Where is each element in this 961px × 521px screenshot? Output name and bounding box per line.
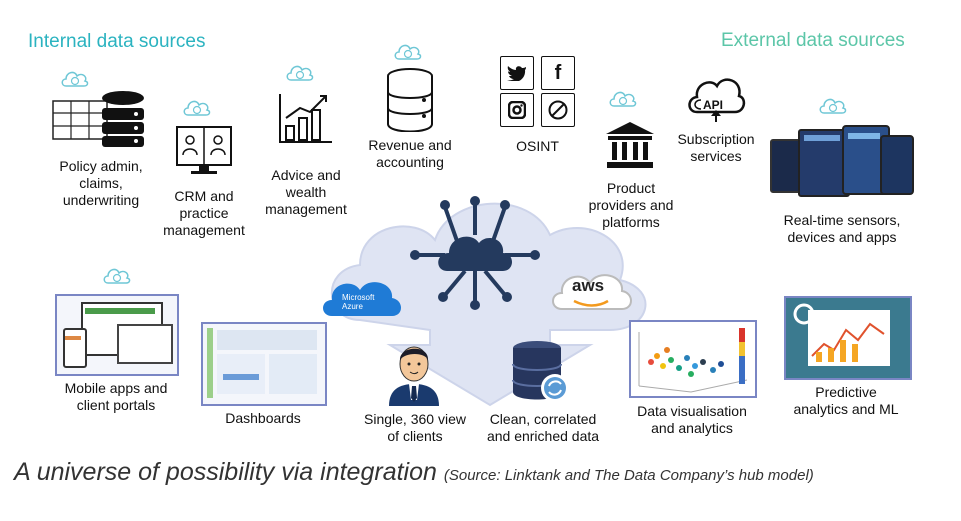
azure-logo-text: Microsoft Azure	[342, 293, 375, 311]
figure-caption: A universe of possibility via integratio…	[14, 458, 814, 487]
api-logo-text: API	[703, 98, 724, 112]
data-cylinder-icon	[512, 341, 569, 402]
shazam-icon	[541, 93, 575, 127]
clean-data-label: Clean, correlated and enriched data	[486, 411, 600, 444]
facebook-icon: f	[541, 56, 575, 90]
instagram-icon	[500, 93, 534, 127]
sync-cloud-icon	[286, 65, 314, 81]
realtime-label: Real-time sensors, devices and apps	[783, 212, 901, 245]
data-visualisation-label: Data visualisation and analytics	[637, 403, 747, 436]
sync-cloud-icon	[61, 71, 89, 87]
advice-label: Advice and wealth management	[265, 167, 347, 217]
sync-cloud-icon	[819, 98, 847, 114]
mobile-apps-label: Mobile apps and client portals	[64, 380, 168, 413]
aws-logo-text: aws	[572, 276, 605, 295]
data-visualisation-image	[629, 320, 757, 398]
twitter-icon	[500, 56, 534, 90]
sync-cloud-icon	[103, 268, 131, 284]
mobile-apps-image	[55, 294, 179, 376]
revenue-label: Revenue and accounting	[368, 137, 452, 170]
hub-cloud-icon	[410, 196, 540, 310]
internal-sources-header: Internal data sources	[28, 31, 206, 52]
aws-logo-icon	[552, 274, 632, 310]
crm-monitor-icon	[176, 126, 232, 174]
database-icon	[102, 91, 144, 147]
sync-cloud-icon	[609, 91, 637, 107]
single-view-label: Single, 360 view of clients	[364, 411, 466, 444]
policy-admin-label: Policy admin, claims, underwriting	[59, 158, 143, 208]
crm-label: CRM and practice management	[163, 188, 245, 238]
predictive-analytics-image	[784, 296, 912, 380]
caption-main: A universe of possibility via integratio…	[14, 458, 444, 486]
product-providers-label: Product providers and platforms	[588, 180, 674, 230]
osint-label: OSINT	[516, 138, 559, 154]
businessman-icon	[389, 346, 439, 406]
caption-source: (Source: Linktank and The Data Company’s…	[443, 467, 814, 484]
sync-cloud-icon	[394, 44, 422, 60]
dashboards-label: Dashboards	[225, 410, 301, 426]
external-sources-header: External data sources	[721, 30, 905, 51]
bar-chart-icon	[279, 94, 332, 143]
devices-image	[770, 125, 914, 197]
dashboards-image	[201, 322, 327, 406]
subscription-label: Subscription services	[677, 131, 755, 164]
azure-logo-icon	[323, 282, 401, 316]
predictive-analytics-label: Predictive analytics and ML	[793, 384, 899, 417]
api-cloud-icon	[688, 78, 746, 122]
grid-table-icon	[52, 100, 108, 140]
sync-cloud-icon	[183, 100, 211, 116]
bank-icon	[606, 122, 654, 168]
server-icon	[387, 68, 433, 132]
